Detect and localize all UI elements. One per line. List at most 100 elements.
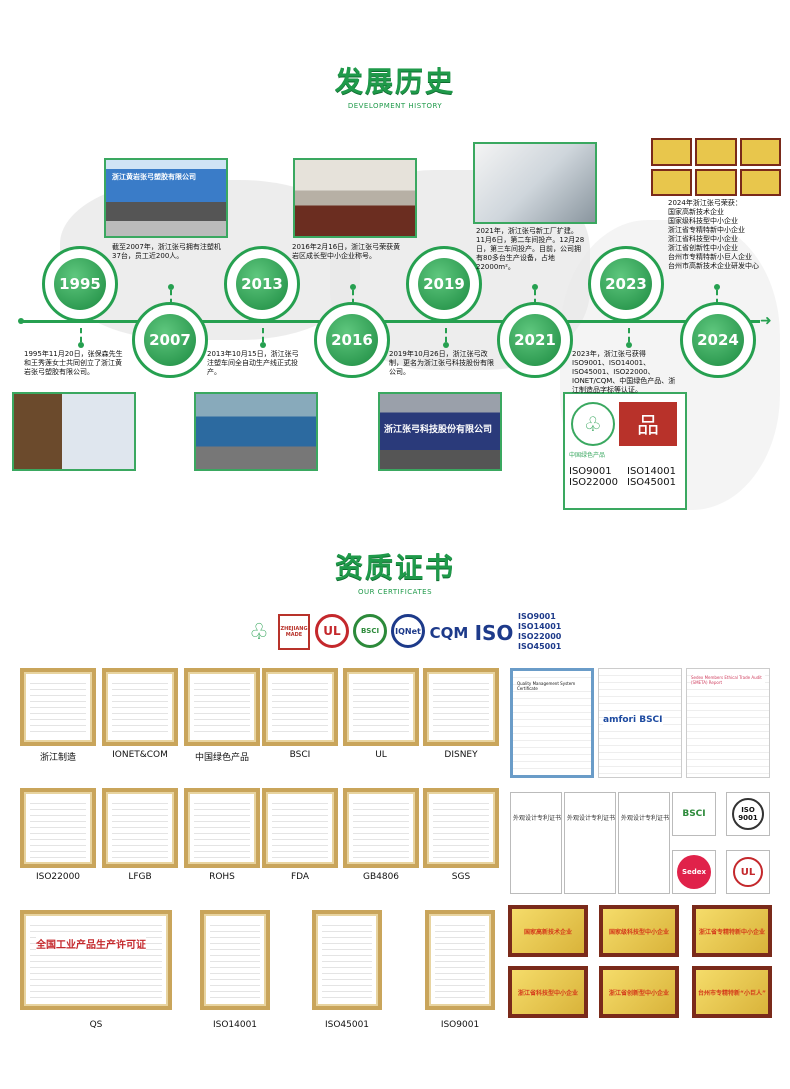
certificate-label: ROHS <box>209 872 235 882</box>
iso-item: ISO45001 <box>518 642 562 651</box>
certificate-label: DISNEY <box>444 750 478 760</box>
iso-logo: ISO <box>474 621 514 645</box>
certificate-label: FDA <box>290 872 310 882</box>
year-label: 2021 <box>509 314 561 366</box>
certificate-label: LFGB <box>128 872 152 882</box>
connector-dot <box>78 342 84 348</box>
certificate-document <box>353 798 409 858</box>
connector-dash <box>716 290 718 304</box>
iso-mark: ISO45001 <box>627 477 676 488</box>
certificates-subtitle: OUR CERTIFICATES <box>357 588 433 596</box>
photo-company-sign-2019: 浙江张弓科技股份有限公司 <box>378 392 502 471</box>
milestone-text-2023: 2023年，浙江张弓获得ISO9001、ISO14001、ISO45001、IS… <box>572 350 676 394</box>
milestone-1995[interactable]: 1995 <box>42 246 118 322</box>
iso-mark: ISO14001 <box>627 466 676 477</box>
company-sign: 浙江张弓科技股份有限公司 <box>384 425 493 435</box>
honor-item: 台州市高新技术企业研发中心 <box>668 262 759 270</box>
certificate-frame[interactable] <box>312 910 382 1010</box>
year-label: 2016 <box>326 314 378 366</box>
certificate-frame[interactable] <box>425 910 495 1010</box>
certificate-label: ISO45001 <box>324 1020 370 1030</box>
iso-item: ISO9001 <box>518 612 556 621</box>
honor-plaque: 浙江省专精特新中小企业 <box>692 905 772 957</box>
certificate-frame[interactable] <box>262 668 338 746</box>
patent-title: 外观设计专利证书 <box>512 815 561 822</box>
patent-title: 外观设计专利证书 <box>620 815 669 822</box>
honor-item: 国家高新技术企业 <box>668 208 724 216</box>
milestone-2013[interactable]: 2013 <box>224 246 300 322</box>
plaque-title: 浙江省科技型中小企业 <box>512 970 584 1014</box>
honor-item: 浙江省创新性中小企业 <box>668 244 738 252</box>
certificate-document <box>433 678 489 736</box>
connector-dash <box>352 290 354 304</box>
certificate-frame[interactable] <box>20 668 96 746</box>
connector-dash <box>445 328 447 342</box>
photo-workshop-2013 <box>194 392 318 471</box>
connector-dot <box>260 342 266 348</box>
green-product-label: 中国绿色产品 <box>569 452 606 459</box>
factory-sign: 浙江黄岩张弓塑胶有限公司 <box>112 173 196 181</box>
plaque-title: 国家级科技型中小企业 <box>603 909 675 953</box>
doc-title: Quality Management System Certificate <box>517 681 591 691</box>
plaque-title: 国家高新技术企业 <box>512 909 584 953</box>
doc-quality-management: Quality Management System Certificate <box>510 668 594 778</box>
certificate-frame[interactable] <box>200 910 270 1010</box>
honor-plaque: 浙江省创新型中小企业 <box>599 966 679 1018</box>
certificate-frame[interactable] <box>343 668 419 746</box>
certificate-label: SGS <box>451 872 471 882</box>
green-product-logo: ♧ <box>249 619 269 645</box>
bsci-logo: BSCI <box>353 614 387 648</box>
sedex-logo: Sedex <box>672 850 716 894</box>
certificate-label: BSCI <box>289 750 311 760</box>
zhejiang-made-logo: 品 <box>619 402 677 446</box>
milestone-2007[interactable]: 2007 <box>132 302 208 378</box>
connector-dot <box>626 342 632 348</box>
milestone-text-2013: 2013年10月15日，浙江张弓注塑车间全自动生产线正式投产。 <box>207 350 299 376</box>
connector-dot <box>350 284 356 290</box>
certificate-document <box>194 678 250 736</box>
certificate-frame[interactable] <box>102 668 178 746</box>
milestone-text-2007: 截至2007年，浙江张弓拥有注塑机37台，员工近200人。 <box>112 243 221 260</box>
certificate-frame[interactable]: 全国工业产品生产许可证 <box>20 910 172 1010</box>
zhejiang-made-logo: ZHEJIANG MADE <box>278 614 310 650</box>
patent-title: 外观设计专利证书 <box>566 815 615 822</box>
certificate-document <box>30 678 86 736</box>
arrow-right-icon: ➜ <box>760 313 772 329</box>
sedex-text: Sedex <box>677 855 711 889</box>
certificate-label: 中国绿色产品 <box>194 753 249 763</box>
certificate-frame[interactable] <box>262 788 338 868</box>
doc-title: Sedex Members Ethical Trade Audit (SMETA… <box>691 675 765 685</box>
certificate-frame[interactable] <box>343 788 419 868</box>
milestone-2023[interactable]: 2023 <box>588 246 664 322</box>
history-title: 发展历史 <box>334 65 455 98</box>
iso-item: ISO22000 <box>518 632 562 641</box>
milestone-2016[interactable]: 2016 <box>314 302 390 378</box>
milestone-2024[interactable]: 2024 <box>680 302 756 378</box>
certificate-document <box>194 798 250 858</box>
milestone-2021[interactable]: 2021 <box>497 302 573 378</box>
iqnet-logo: IQNet <box>391 614 425 648</box>
certificate-label: ISO22000 <box>35 872 81 882</box>
milestone-text-2021: 2021年，浙江张弓新工厂扩建。11月6日，第二车间投产。12月28日，第三车间… <box>476 227 585 271</box>
patent-certificate: 外观设计专利证书 <box>510 792 562 894</box>
certificate-frame[interactable] <box>20 788 96 868</box>
certificate-document <box>30 920 162 1000</box>
certificate-label: ISO9001 <box>440 1020 480 1030</box>
bsci-logo: BSCI <box>672 792 716 836</box>
certificate-frame[interactable] <box>423 788 499 868</box>
certificate-frame[interactable] <box>102 788 178 868</box>
certificate-frame[interactable] <box>184 668 260 746</box>
milestone-2019[interactable]: 2019 <box>406 246 482 322</box>
certificate-frame[interactable] <box>423 668 499 746</box>
iso-mark: ISO9001 <box>569 466 612 477</box>
green-product-logo: ♧ <box>571 402 615 446</box>
connector-dot <box>532 284 538 290</box>
milestone-text-2024: 2024年浙江张弓荣获： 国家高新技术企业国家级科技型中小企业浙江省专精特新中小… <box>668 199 786 271</box>
patent-certificate: 外观设计专利证书 <box>564 792 616 894</box>
cqm-logo: CQM <box>429 624 469 642</box>
certificate-document <box>112 678 168 736</box>
certificate-frame[interactable] <box>184 788 260 868</box>
qs-doc-title: 全国工业产品生产许可证 <box>36 936 146 951</box>
certificates-title: 资质证书 <box>334 551 455 584</box>
